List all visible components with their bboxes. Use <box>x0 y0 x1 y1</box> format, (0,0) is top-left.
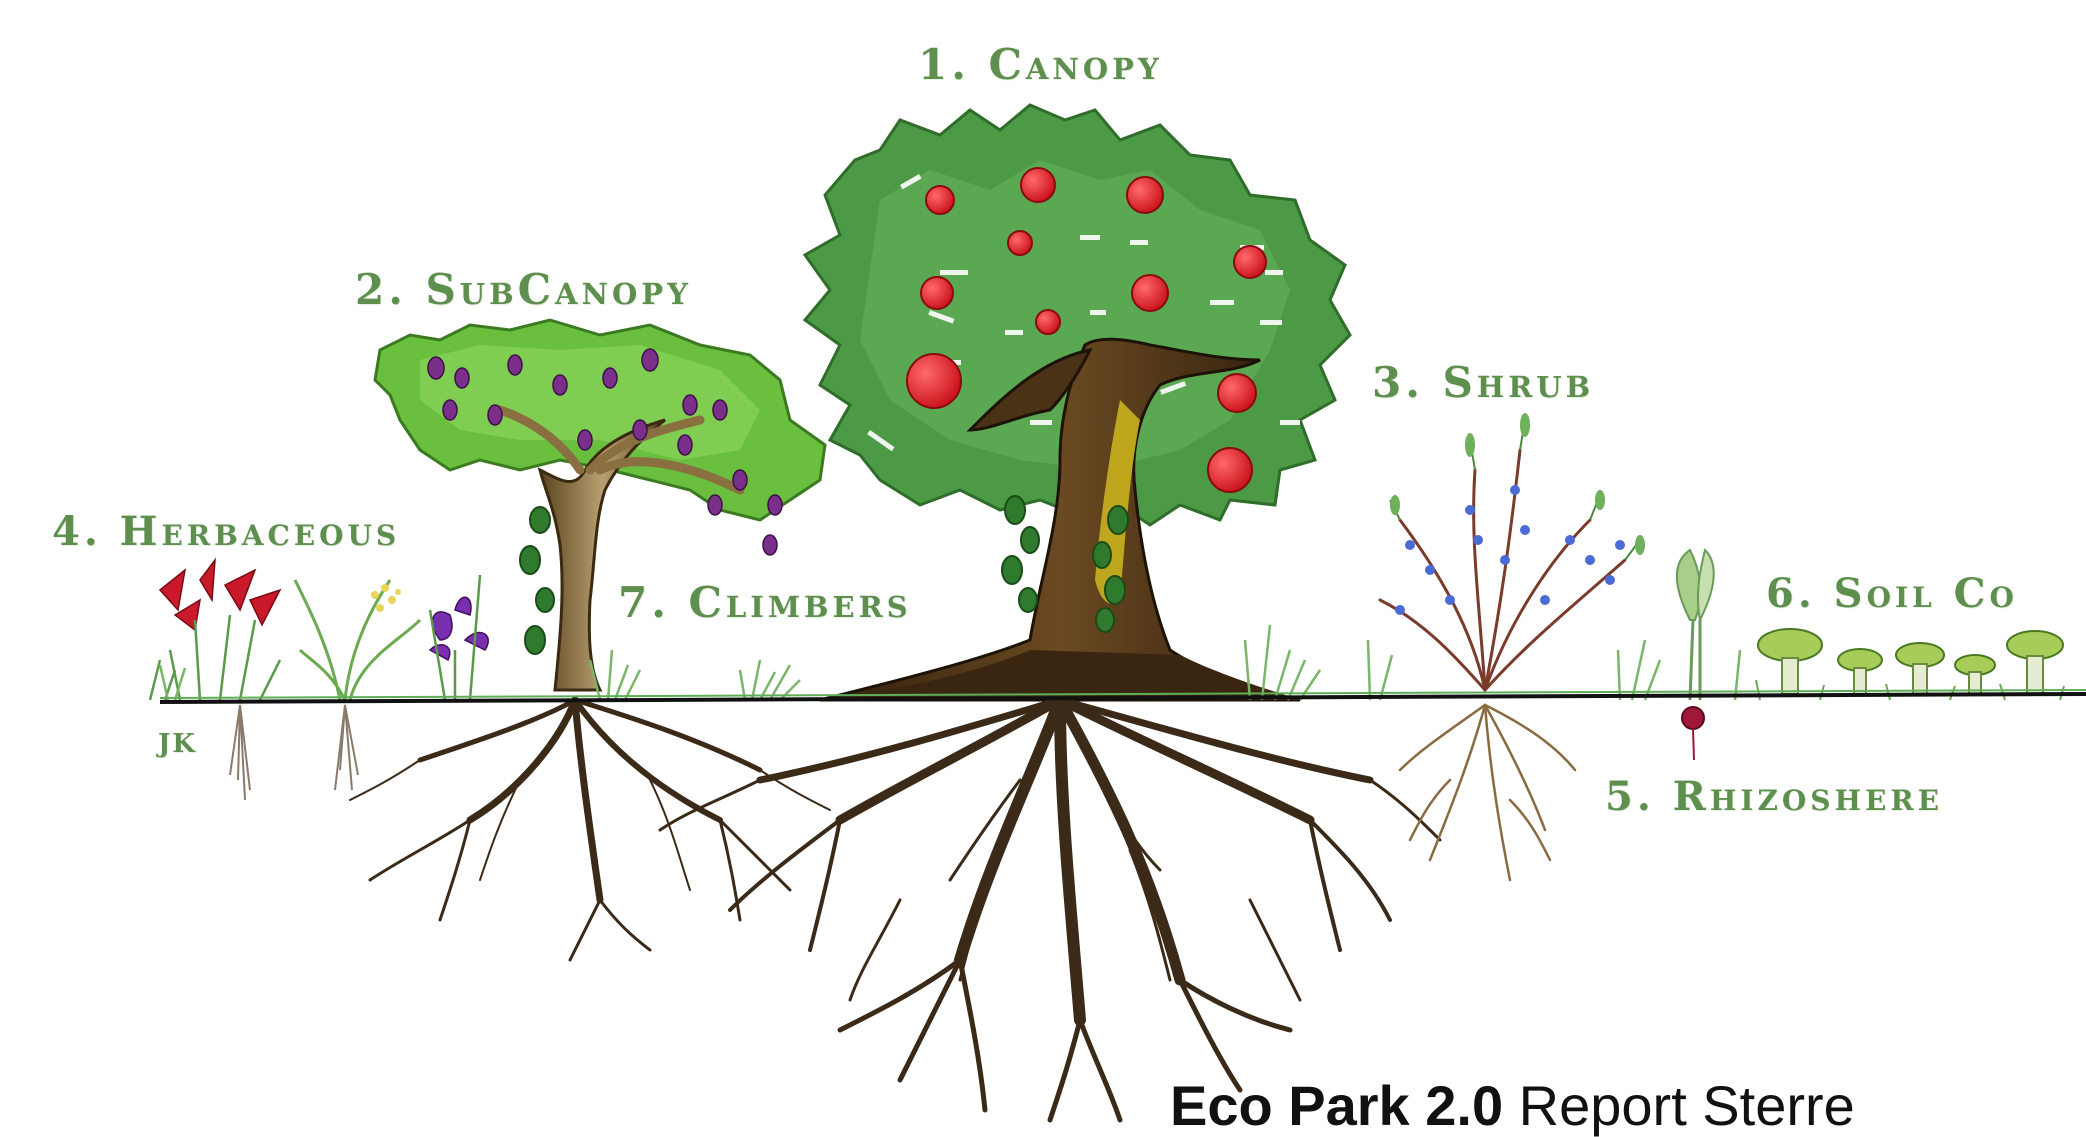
label-soil-cover: 6. Soil Co <box>1766 570 2018 617</box>
herbaceous-plants <box>150 560 488 800</box>
label-herbaceous: 4. Herbaceous <box>52 508 400 555</box>
label-canopy: 1. Canopy <box>918 40 1163 89</box>
caption-bold: Eco Park 2.0 <box>1170 1074 1503 1137</box>
label-subcanopy: 2. SubCanopy <box>355 265 692 314</box>
label-rhizosphere: 5. Rhizoshere <box>1605 773 1943 820</box>
subcanopy-roots <box>350 700 830 960</box>
caption-regular: Report Sterre <box>1503 1074 1855 1137</box>
shrub-roots <box>1400 705 1575 880</box>
label-climbers: 7. Climbers <box>618 578 912 627</box>
beet-plant <box>1677 550 1714 760</box>
label-shrub: 3. Shrub <box>1372 358 1594 407</box>
shrub <box>1380 413 1645 690</box>
report-caption: Eco Park 2.0 Report Sterre <box>1170 1078 1855 1134</box>
artist-mark: JK <box>158 729 197 759</box>
canopy-roots <box>660 700 1440 1120</box>
